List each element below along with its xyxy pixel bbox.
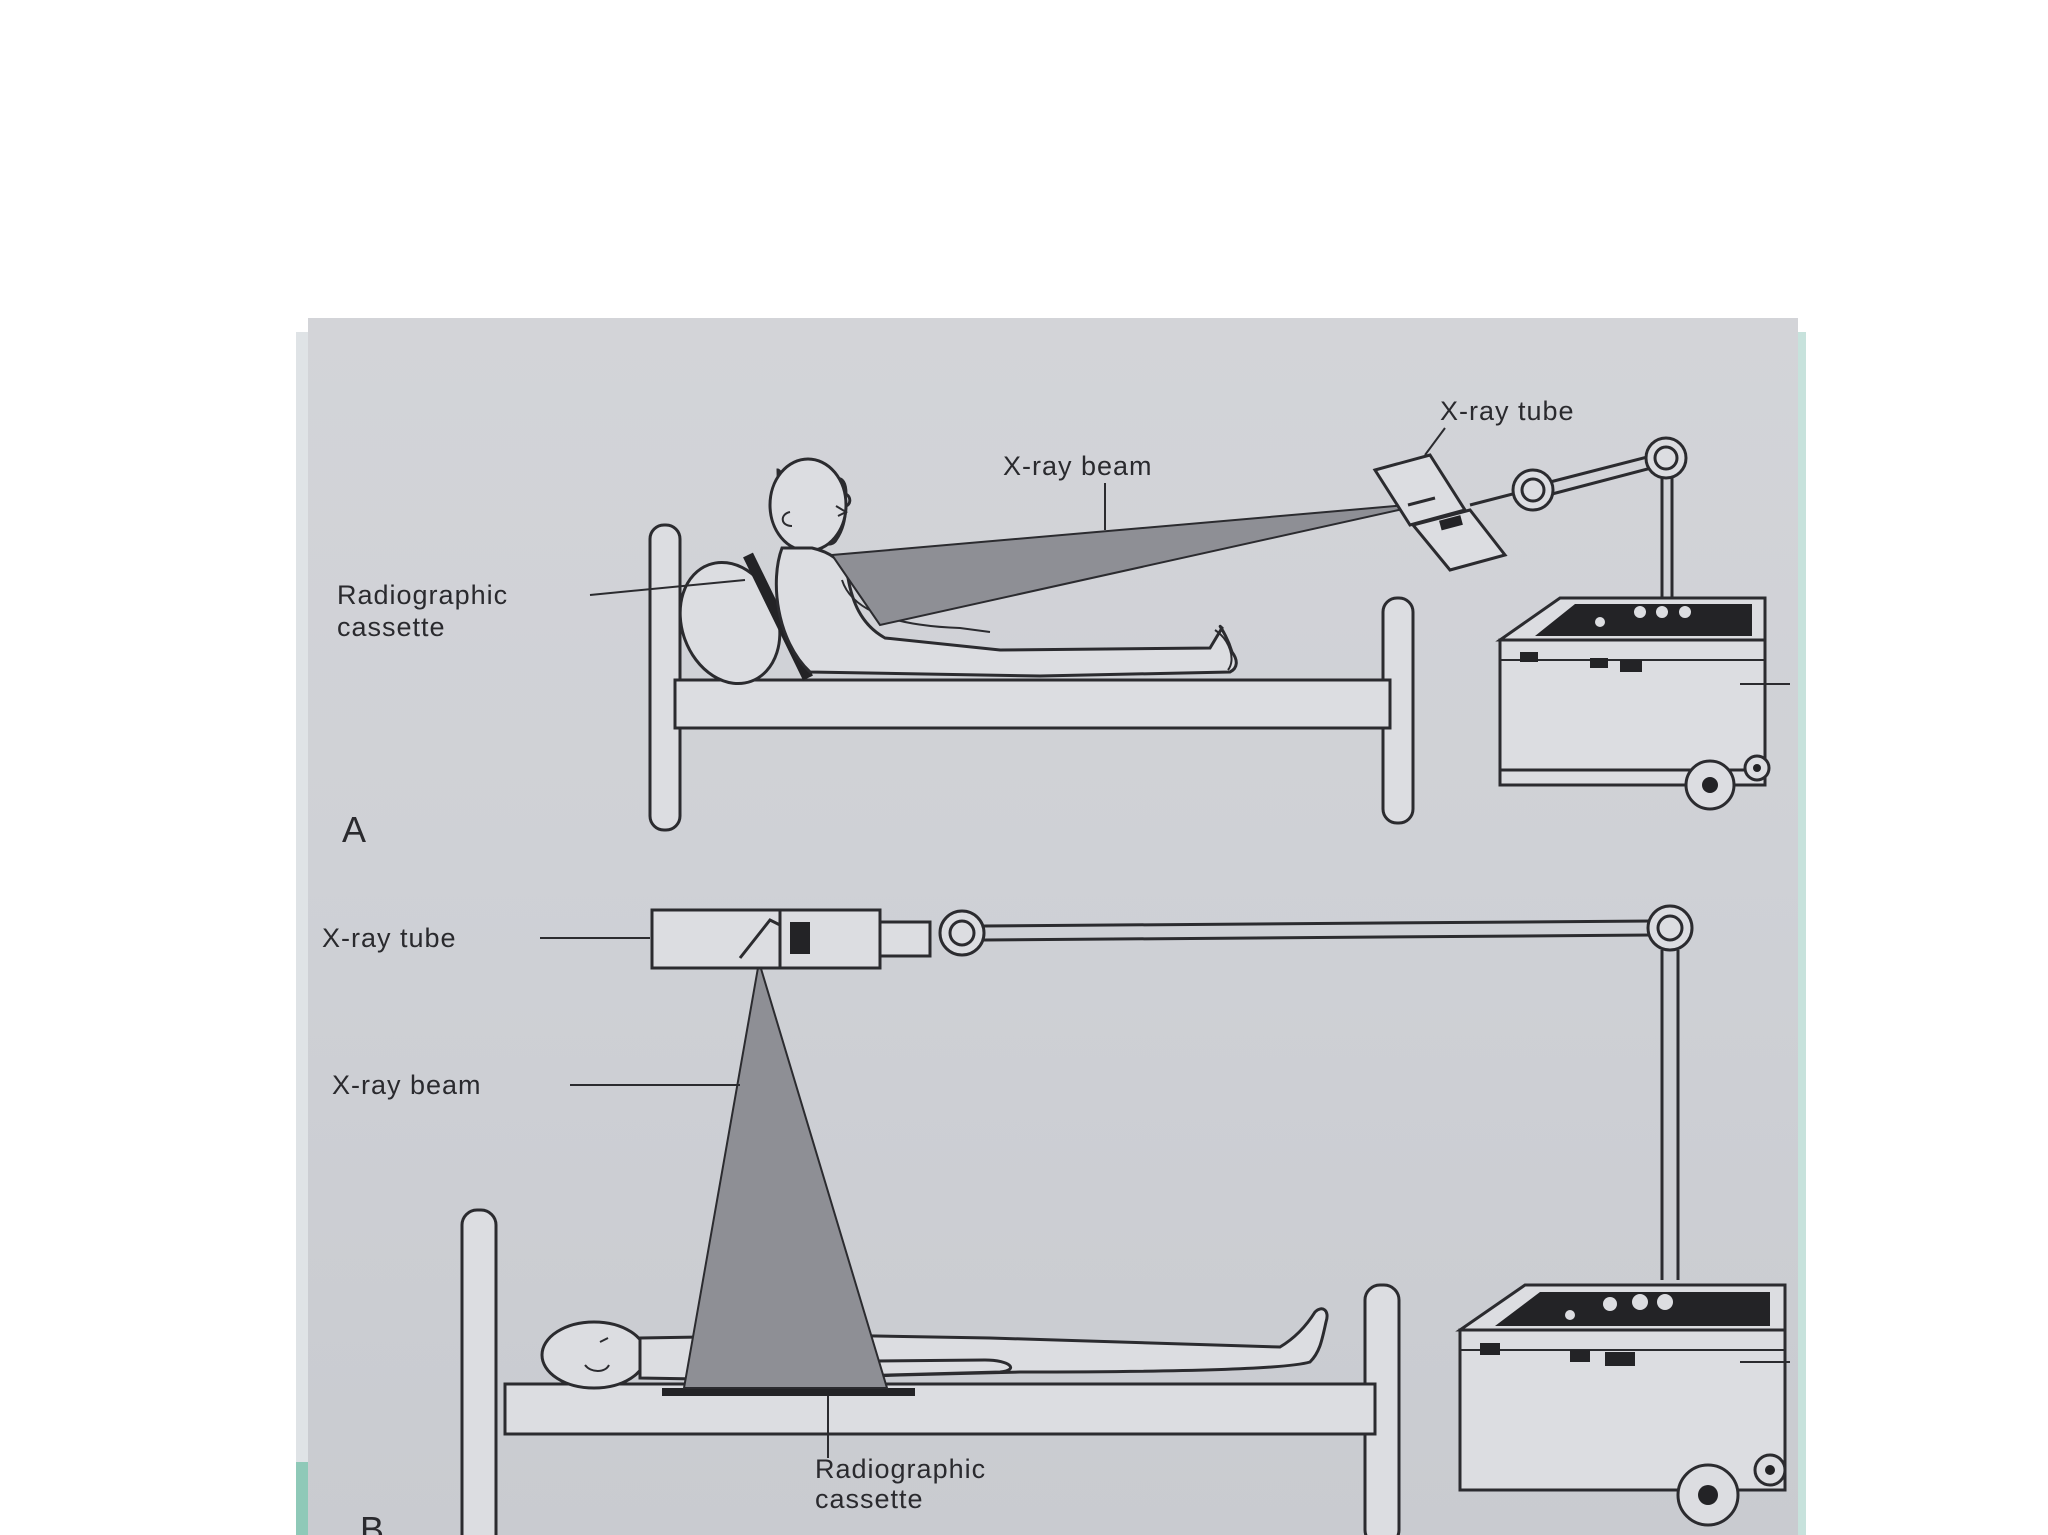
xray-tube-label-b: X-ray tube bbox=[322, 923, 457, 953]
cassette-label-a-line1: Radiographic bbox=[337, 580, 508, 610]
leader-xray-tube-a bbox=[1424, 427, 1446, 456]
cassette-label-b-line2: cassette bbox=[815, 1484, 924, 1514]
bed-b-headboard-post bbox=[460, 1208, 498, 1535]
bed-a-mattress bbox=[673, 678, 1392, 730]
patient-b bbox=[540, 1307, 1329, 1390]
leader-cassette-a bbox=[589, 579, 746, 596]
mobile-xray-unit-a bbox=[1495, 596, 1790, 811]
mobile-xray-unit-b bbox=[1455, 1283, 1790, 1527]
photo-bottom-strip bbox=[296, 1462, 308, 1535]
cassette-label-b-line1: Radiographic bbox=[815, 1454, 986, 1484]
xray-tube-label-a: X-ray tube bbox=[1440, 396, 1575, 426]
photo-right-border bbox=[1798, 332, 1806, 1535]
plate-b: X-ray tube X-ray beam Radiographic casse… bbox=[322, 904, 1790, 1535]
xray-tube-a bbox=[1372, 436, 1688, 600]
xray-beam-a bbox=[830, 502, 1431, 627]
xray-beam-label-b: X-ray beam bbox=[332, 1070, 482, 1100]
bed-b-mattress bbox=[503, 1382, 1377, 1436]
xray-tube-b bbox=[650, 904, 1694, 1280]
bed-a-headboard-post bbox=[648, 523, 682, 832]
xray-beam-label-a: X-ray beam bbox=[1003, 451, 1153, 481]
photo-left-border bbox=[296, 332, 308, 1535]
plate-letter-a: A bbox=[342, 809, 366, 850]
xray-beam-b bbox=[682, 961, 889, 1389]
plate-a: X-ray tube X-ray beam Radiographic casse… bbox=[337, 396, 1790, 850]
plate-letter-b: B bbox=[360, 1509, 384, 1535]
cassette-label-a-line2: cassette bbox=[337, 612, 446, 642]
